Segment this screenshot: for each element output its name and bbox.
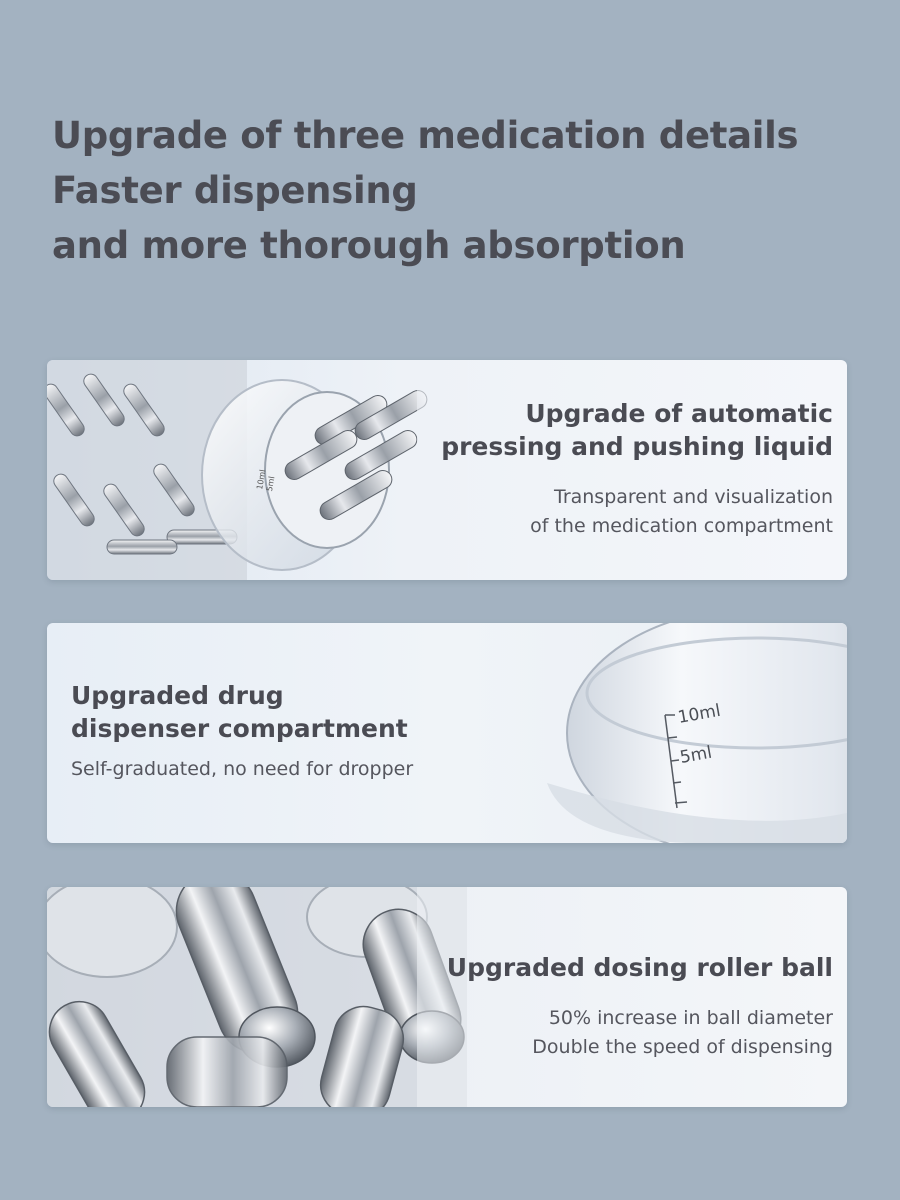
card-1-text: Upgrade of automatic pressing and pushin… <box>441 397 833 541</box>
dispenser-nozzle-image: 10ml 5ml <box>47 360 467 580</box>
roller-ball-closeup-image <box>47 887 467 1107</box>
scale-label-10ml: 10ml <box>255 469 267 490</box>
card-3-desc-line-2: Double the speed of dispensing <box>532 1036 833 1058</box>
card-3-title-line-1: Upgraded dosing roller ball <box>446 953 833 982</box>
card-1-title-line-2: pressing and pushing liquid <box>441 432 833 461</box>
graduated-compartment-image: 10ml 5ml <box>547 623 847 843</box>
card-1-title-line-1: Upgrade of automatic <box>525 399 833 428</box>
card-1-desc-line-2: of the medication compartment <box>530 515 833 537</box>
card-1-desc-line-1: Transparent and visualization <box>554 486 833 508</box>
feature-card-dispenser: 10ml 5ml Upgraded drug dispenser compart… <box>47 623 847 843</box>
card-2-title-line-1: Upgraded drug <box>71 681 284 710</box>
scale-label-5ml: 5ml <box>265 476 276 492</box>
card-2-text: Upgraded drug dispenser compartment Self… <box>71 679 413 784</box>
card-2-title-line-2: dispenser compartment <box>71 714 408 743</box>
card-3-desc-line-1: 50% increase in ball diameter <box>548 1007 833 1029</box>
headline-line-2: Faster dispensing <box>52 169 418 212</box>
headline-line-3: and more thorough absorption <box>52 224 686 267</box>
card-2-desc-line-1: Self-graduated, no need for dropper <box>71 758 414 780</box>
feature-card-roller-ball: Upgraded dosing roller ball 50% increase… <box>47 887 847 1107</box>
page-headline: Upgrade of three medication details Fast… <box>52 108 872 273</box>
card-3-text: Upgraded dosing roller ball 50% increase… <box>447 951 833 1062</box>
feature-card-auto-push: 10ml 5ml Upgrade of automatic pressing a… <box>47 360 847 580</box>
headline-line-1: Upgrade of three medication details <box>52 114 799 157</box>
